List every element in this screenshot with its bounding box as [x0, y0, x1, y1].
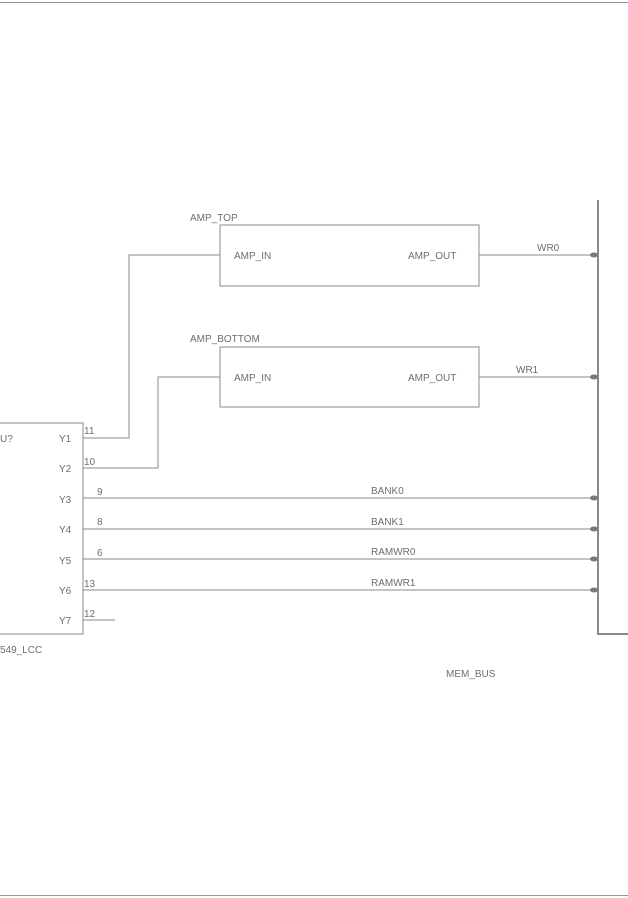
amp-top-title: AMP_TOP [190, 213, 238, 224]
chip-part-label: 549_LCC [0, 645, 42, 656]
net-label-wr0: WR0 [537, 243, 560, 254]
bus-junction [590, 587, 598, 593]
chip-pin-number: 10 [84, 457, 96, 468]
net-label-ramwr0: RAMWR0 [371, 547, 416, 558]
chip-pin-name: Y1 [59, 434, 72, 445]
bus-junction [590, 252, 598, 258]
amp-top-input-port: AMP_IN [234, 251, 271, 262]
net-label-wr1: WR1 [516, 365, 539, 376]
chip-pin-number: 9 [97, 487, 103, 498]
chip-pin-number: 6 [97, 548, 103, 559]
chip-pin-number: 8 [97, 517, 103, 528]
chip-pin-name: Y6 [59, 586, 72, 597]
chip-pin-number: 13 [84, 579, 96, 590]
chip-ref-label: U? [0, 434, 13, 445]
net-label-ramwr1: RAMWR1 [371, 578, 416, 589]
amp-bottom-input-port: AMP_IN [234, 373, 271, 384]
chip-pin-name: Y2 [59, 464, 72, 475]
chip-pin-number: 12 [84, 609, 96, 620]
amp-bottom-title: AMP_BOTTOM [190, 334, 260, 345]
mem-bus-line [597, 200, 628, 635]
bus-junction [590, 526, 598, 532]
wire-y2-to-amp-bottom [83, 376, 220, 469]
chip-pin-name: Y3 [59, 495, 72, 506]
bus-junction [590, 556, 598, 562]
top-page-rule [0, 2, 628, 3]
amp-top-output-port: AMP_OUT [408, 251, 456, 262]
bottom-page-rule [0, 895, 628, 896]
net-label-bank0: BANK0 [371, 486, 404, 497]
wire-y1-to-amp-top [83, 254, 220, 439]
chip-pin-name: Y5 [59, 556, 72, 567]
chip-pin-name: Y4 [59, 525, 72, 536]
bus-junction [590, 495, 598, 501]
mem-bus-label: MEM_BUS [446, 669, 496, 680]
amp-bottom-output-port: AMP_OUT [408, 373, 456, 384]
chip-pin-name: Y7 [59, 616, 72, 627]
chip-pin-number: 11 [84, 426, 95, 437]
bus-junction [590, 374, 598, 380]
net-label-bank1: BANK1 [371, 517, 404, 528]
